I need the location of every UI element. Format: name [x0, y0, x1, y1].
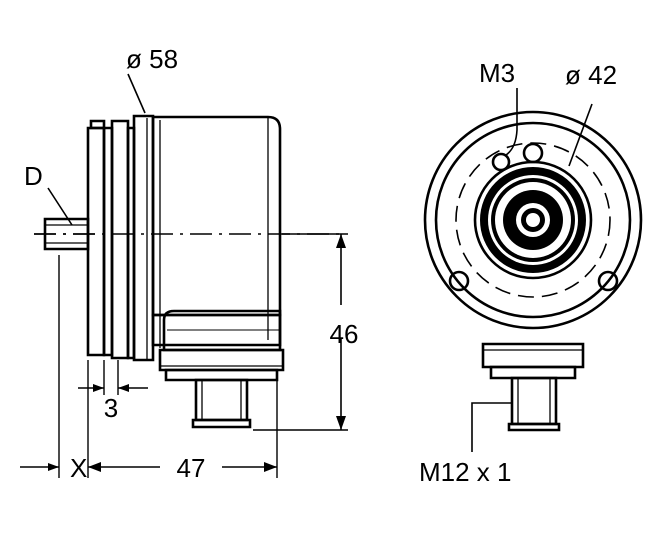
- m3-leader-line: [505, 88, 518, 156]
- flange-ring-inner: [132, 114, 155, 362]
- front-connector-shoulder: [489, 365, 577, 380]
- dim47-label-mask: [160, 450, 222, 482]
- m12-label: M12 x 1: [419, 457, 512, 487]
- front-shaft-bore-center: [526, 213, 540, 227]
- connector-flange-plate: [158, 348, 285, 372]
- dimX-arrow: [48, 463, 59, 471]
- front-stub-end-cap: [507, 422, 561, 432]
- shaft-d-leader-line: [47, 187, 73, 226]
- front-connector-flange-plate: [481, 342, 585, 369]
- dimX-label: X: [70, 453, 87, 483]
- front-outer-housing-circle: [423, 110, 643, 330]
- flange-ring-outer: [86, 126, 106, 357]
- connector-housing-block: [162, 309, 282, 352]
- m3-hole-upper-left[interactable]: [491, 152, 511, 172]
- dim47-arrow-right: [264, 462, 277, 472]
- dia58-leader-line: [127, 73, 146, 114]
- m12-leader-line: [471, 402, 512, 452]
- dia42-leader-line: [568, 103, 593, 167]
- dim46-label: 46: [330, 319, 359, 349]
- dim46-label-mask: [322, 305, 368, 339]
- m3-hole-lower-right[interactable]: [597, 270, 619, 292]
- dim3-arrow-left: [93, 384, 104, 392]
- front-view-group: M3 ø 42 M12 x 1: [419, 58, 643, 487]
- m3-hole-lower-left[interactable]: [448, 270, 470, 292]
- dia42-label: ø 42: [565, 60, 617, 90]
- front-flange-ring-circle: [434, 121, 632, 319]
- m12-connector-stub: [194, 378, 249, 422]
- flange-ring-middle: [110, 119, 130, 360]
- m3-hole-upper-center[interactable]: [522, 142, 544, 164]
- dim3-label: 3: [104, 393, 118, 423]
- encoder-housing-body: [151, 115, 282, 317]
- dim47-arrow-left: [88, 462, 101, 472]
- connector-stub-end-cap: [191, 418, 252, 429]
- dim3-arrow-right: [118, 384, 129, 392]
- shaft-d-label: D: [24, 161, 43, 191]
- dim47-label: 47: [177, 453, 206, 483]
- connector-shoulder: [164, 368, 279, 382]
- dim46-arrow-bottom: [336, 416, 346, 430]
- m3-label: M3: [479, 58, 515, 88]
- flange-ring-outer-hub: [89, 119, 106, 130]
- side-view-group: ø 58 D 3 X 47 46: [20, 44, 368, 483]
- dim46-arrow-top: [336, 234, 346, 248]
- dia58-label: ø 58: [126, 44, 178, 74]
